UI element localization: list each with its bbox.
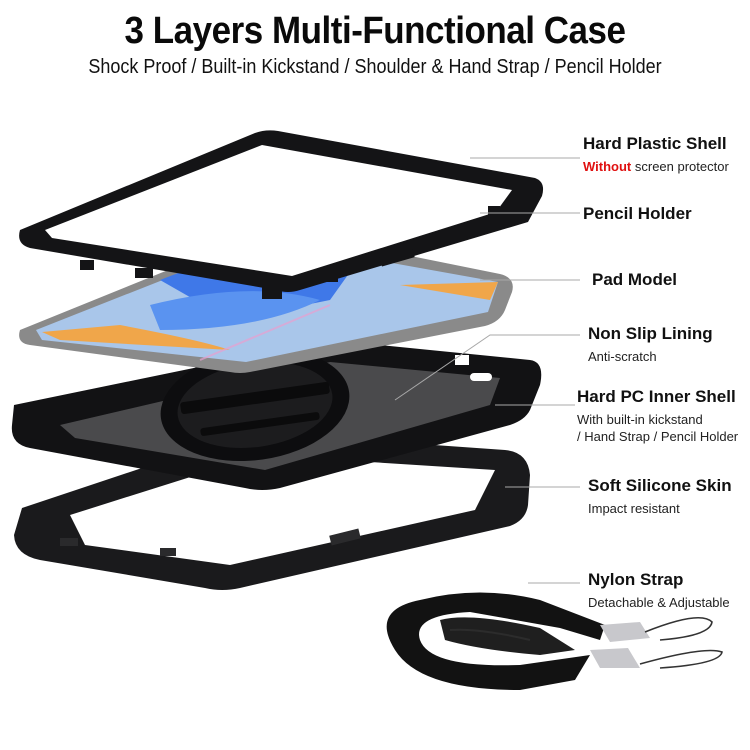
callout-title: Soft Silicone Skin [588, 476, 732, 495]
leader-lines [394, 157, 580, 584]
callout-description-line2: / Hand Strap / Pencil Holder [577, 429, 739, 444]
callout-soft-silicone-skin: Soft Silicone Skin Impact resistant [588, 476, 732, 517]
callout-title: Pad Model [592, 270, 678, 289]
callout-description: Anti-scratch [588, 349, 657, 364]
soft-silicone-skin-image [14, 432, 530, 590]
callout-title: Hard Plastic Shell [583, 134, 727, 153]
hard-pc-inner-shell-image [11, 340, 542, 490]
callout-hard-pc-inner-shell: Hard PC Inner Shell With built-in kickst… [577, 387, 738, 445]
callout-pencil-holder: Pencil Holder [583, 204, 692, 224]
callout-title: Pencil Holder [583, 204, 692, 223]
callout-nylon-strap: Nylon Strap Detachable & Adjustable [588, 570, 730, 611]
callout-title: Nylon Strap [588, 570, 684, 589]
callout-pad-model: Pad Model [592, 270, 677, 290]
callout-title: Non Slip Lining [588, 324, 713, 343]
pad-model-image [19, 229, 513, 373]
callout-description: Detachable & Adjustable [588, 595, 730, 610]
callout-description-text: screen protector [631, 159, 729, 174]
exploded-view-illustration [0, 110, 750, 750]
page-subtitle: Shock Proof / Built-in Kickstand / Shoul… [88, 56, 662, 78]
callout-title: Hard PC Inner Shell [577, 387, 736, 406]
callout-highlight: Without [583, 159, 632, 174]
hard-plastic-shell-image [19, 130, 544, 299]
callout-description-line1: With built-in kickstand [577, 412, 703, 427]
callout-description: Without screen protector [583, 158, 729, 175]
callout-non-slip-lining: Non Slip Lining Anti-scratch [588, 324, 713, 365]
page-title: 3 Layers Multi-Functional Case [124, 10, 626, 52]
callout-description: Impact resistant [588, 501, 680, 516]
nylon-strap-image [386, 592, 723, 690]
callout-hard-plastic-shell: Hard Plastic Shell Without screen protec… [583, 134, 729, 175]
